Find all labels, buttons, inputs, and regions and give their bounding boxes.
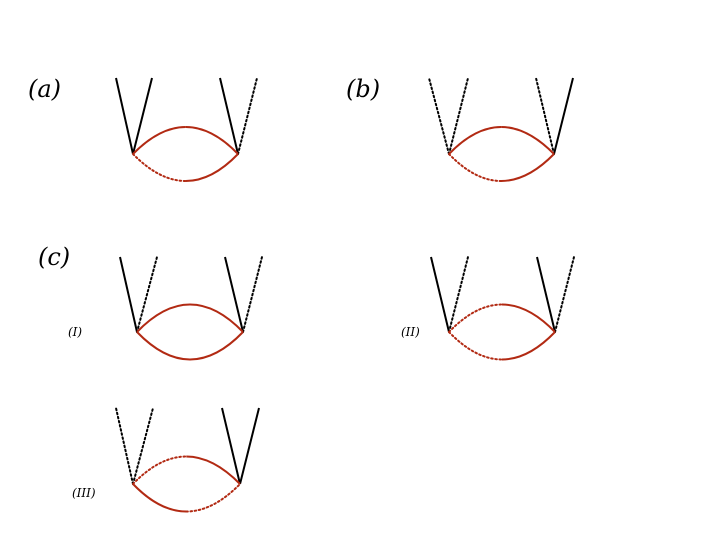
external-leg-solid — [553, 77, 574, 155]
loop-upper-left-arc — [132, 455, 188, 485]
external-leg-dotted — [448, 256, 469, 333]
loop-upper-left-arc — [136, 303, 191, 333]
external-leg-dotted — [428, 77, 450, 155]
loop-upper-right-arc — [189, 303, 244, 333]
label-a: (a) — [28, 75, 61, 103]
loop-lower-right-arc — [185, 153, 239, 182]
diagram-c-I — [119, 256, 263, 361]
loop-lower-left-arc — [448, 331, 503, 361]
loop-lower-left-arc — [132, 153, 187, 182]
diagram-c-III — [115, 407, 260, 513]
external-leg-dotted — [115, 407, 134, 485]
loop-upper-left-arc — [448, 303, 503, 333]
loop-lower-left-arc — [136, 331, 191, 361]
loop-upper-right-arc — [501, 126, 555, 155]
external-leg-solid — [239, 407, 260, 485]
loop-lower-left-arc — [448, 153, 503, 182]
loop-lower-right-arc — [501, 331, 556, 361]
external-leg-dotted — [132, 407, 154, 485]
external-leg-solid — [224, 256, 244, 333]
label-c-I: (I) — [68, 325, 82, 339]
diagram-group — [115, 77, 575, 513]
external-leg-solid — [536, 256, 556, 333]
external-leg-dotted — [136, 256, 158, 333]
diagram-a — [115, 77, 258, 182]
external-leg-solid — [132, 77, 153, 155]
external-leg-dotted — [535, 77, 555, 155]
label-c-III: (III) — [72, 486, 96, 500]
external-leg-dotted — [237, 77, 258, 155]
external-leg-dotted — [448, 77, 469, 155]
label-c: (c) — [38, 243, 70, 271]
external-leg-solid — [219, 77, 239, 155]
external-leg-dotted — [242, 256, 263, 333]
external-leg-solid — [119, 256, 138, 333]
label-b: (b) — [346, 75, 380, 103]
loop-lower-right-arc — [185, 483, 241, 513]
external-leg-solid — [221, 407, 241, 485]
loop-lower-right-arc — [501, 153, 555, 182]
external-leg-solid — [430, 256, 450, 333]
loop-upper-right-arc — [185, 126, 239, 155]
loop-lower-right-arc — [189, 331, 244, 361]
loop-lower-left-arc — [132, 483, 187, 513]
external-leg-solid — [115, 77, 134, 155]
label-c-II: (II) — [401, 325, 420, 339]
loop-upper-right-arc — [501, 303, 556, 333]
loop-upper-right-arc — [186, 455, 241, 485]
diagram-c-II — [430, 256, 575, 361]
loop-upper-left-arc — [132, 126, 186, 155]
external-leg-dotted — [554, 256, 575, 333]
loop-upper-left-arc — [448, 126, 502, 155]
diagram-b — [428, 77, 574, 182]
